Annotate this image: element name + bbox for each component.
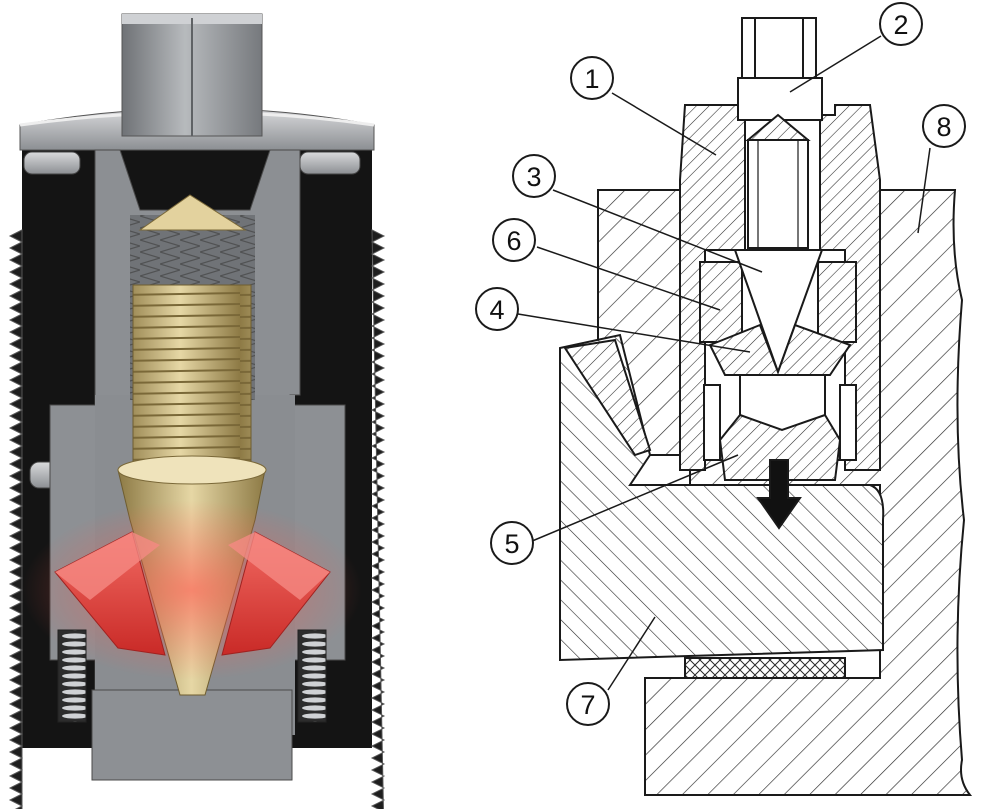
part-7-workpiece [559,333,885,662]
left-thread-teeth [8,229,24,809]
callout-2-label: 2 [893,10,908,40]
force-arrow [756,459,802,530]
callout-8: 8 [922,104,966,148]
callout-6: 6 [492,218,536,262]
callout-8-label: 8 [936,112,951,142]
part-1-sleeve [679,104,881,471]
springs [57,629,327,723]
callout-7: 7 [566,682,610,726]
callout-2: 2 [879,2,923,46]
part-8-frame [597,189,973,796]
hex-cap [121,13,263,137]
right-thread-teeth [370,229,386,809]
callout-1: 1 [570,56,614,100]
callout-6-label: 6 [506,226,521,256]
red-wedges [22,500,362,680]
callout-3: 3 [512,154,556,198]
callouts: 1 2 3 6 4 8 5 7 [475,2,966,726]
callout-3-label: 3 [526,162,541,192]
callout-1-label: 1 [584,64,599,94]
part-6-right-block [817,261,857,343]
bottom-pad [684,657,846,679]
callout-4: 4 [475,287,519,331]
clamp-jaw [563,338,652,457]
spring-right [839,384,857,461]
callout-5-label: 5 [504,529,519,559]
callout-7-label: 7 [580,690,595,720]
callout-4-label: 4 [489,295,504,325]
callout-5: 5 [490,521,534,565]
section-drawing [517,17,973,796]
part-6-left-block [699,261,743,343]
part-2-screw [737,17,823,249]
part-3-cone [733,249,824,375]
spring-left [703,384,721,461]
3d-cutaway-render [8,13,386,809]
leader-lines [517,35,931,691]
